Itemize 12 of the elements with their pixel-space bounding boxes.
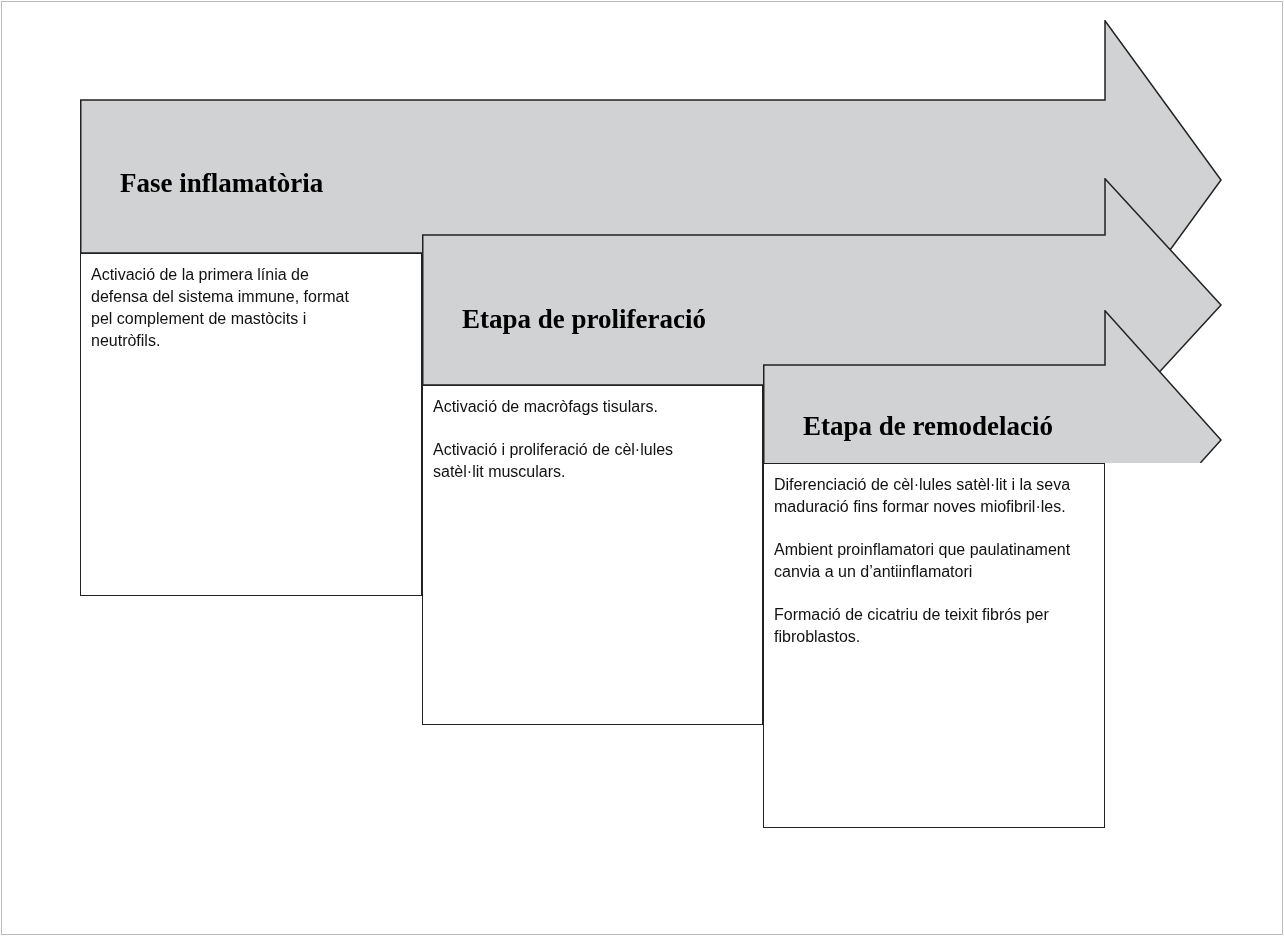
description-text: Ambient proinflamatori que paulatinament canvia a un d’antiinflamatori — [774, 540, 1072, 582]
phase-title: Etapa de remodelació — [803, 413, 1053, 440]
description-text: Activació de macròfags tisulars. — [433, 397, 659, 417]
phase-title: Fase inflamatòria — [120, 170, 324, 197]
phase-title: Etapa de proliferació — [462, 306, 706, 333]
description-text: Formació de cicatriu de teixit fibrós per fibroblastos. — [774, 605, 1050, 647]
description-text: Diferenciació de cèl·lules satèl·lit i la seva maduració fins formar noves miofibril·les. — [774, 475, 1072, 517]
text-box — [422, 385, 763, 725]
description-text: Activació de la primera línia de defensa del sistema immune, format pel complement de mastòcits i neutròfils. — [91, 265, 350, 351]
description-text: Activació i proliferació de cèl·lules satèl·lit musculars. — [433, 440, 675, 482]
text-box — [763, 463, 1105, 828]
text-box — [80, 253, 422, 596]
